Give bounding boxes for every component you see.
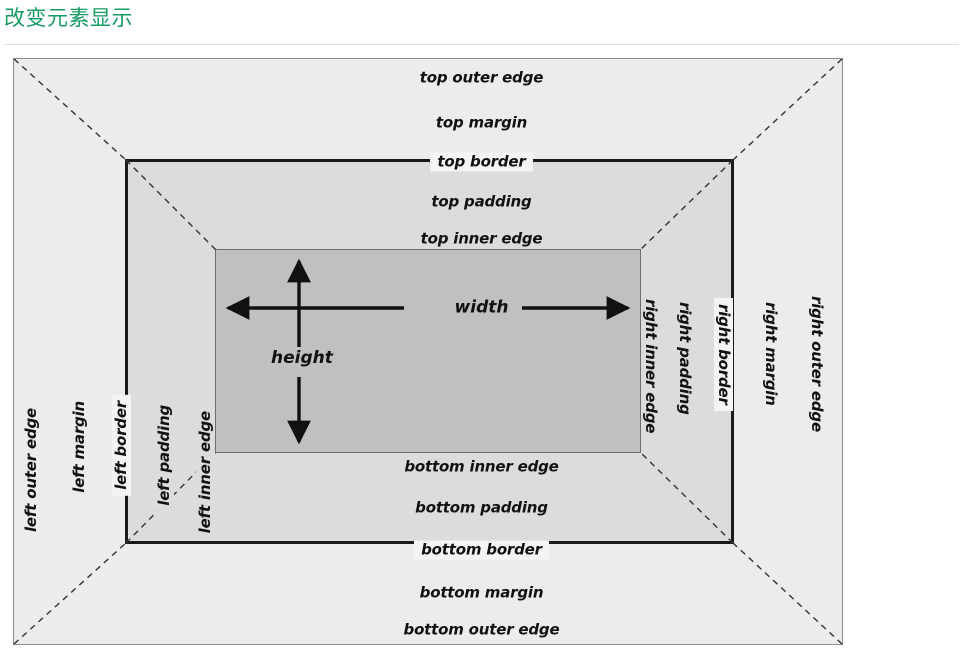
- label-left-margin: left margin: [70, 395, 89, 499]
- title-divider: [4, 44, 959, 45]
- box-model-diagram: top outer edge top margin top border top…: [0, 47, 963, 653]
- label-bottom-outer-edge: bottom outer edge: [0, 620, 963, 640]
- label-top-inner-edge: top inner edge: [0, 229, 963, 249]
- label-top-outer-edge: top outer edge: [0, 68, 963, 88]
- label-left-outer-edge: left outer edge: [22, 402, 41, 539]
- label-bottom-inner-edge: bottom inner edge: [0, 457, 963, 477]
- label-bottom-border: bottom border: [0, 540, 963, 560]
- label-top-padding: top padding: [0, 192, 963, 212]
- label-top-margin: top margin: [0, 113, 963, 133]
- label-left-inner-edge: left inner edge: [196, 405, 215, 540]
- label-height: height: [268, 347, 336, 370]
- page-title: 改变元素显示: [4, 6, 133, 30]
- label-bottom-margin: bottom margin: [0, 583, 963, 603]
- label-left-padding: left padding: [155, 399, 174, 512]
- label-top-border: top border: [0, 152, 963, 172]
- label-width: width: [0, 299, 963, 317]
- page-header: 改变元素显示: [0, 0, 963, 47]
- label-left-border: left border: [112, 395, 131, 496]
- label-bottom-padding: bottom padding: [0, 498, 963, 518]
